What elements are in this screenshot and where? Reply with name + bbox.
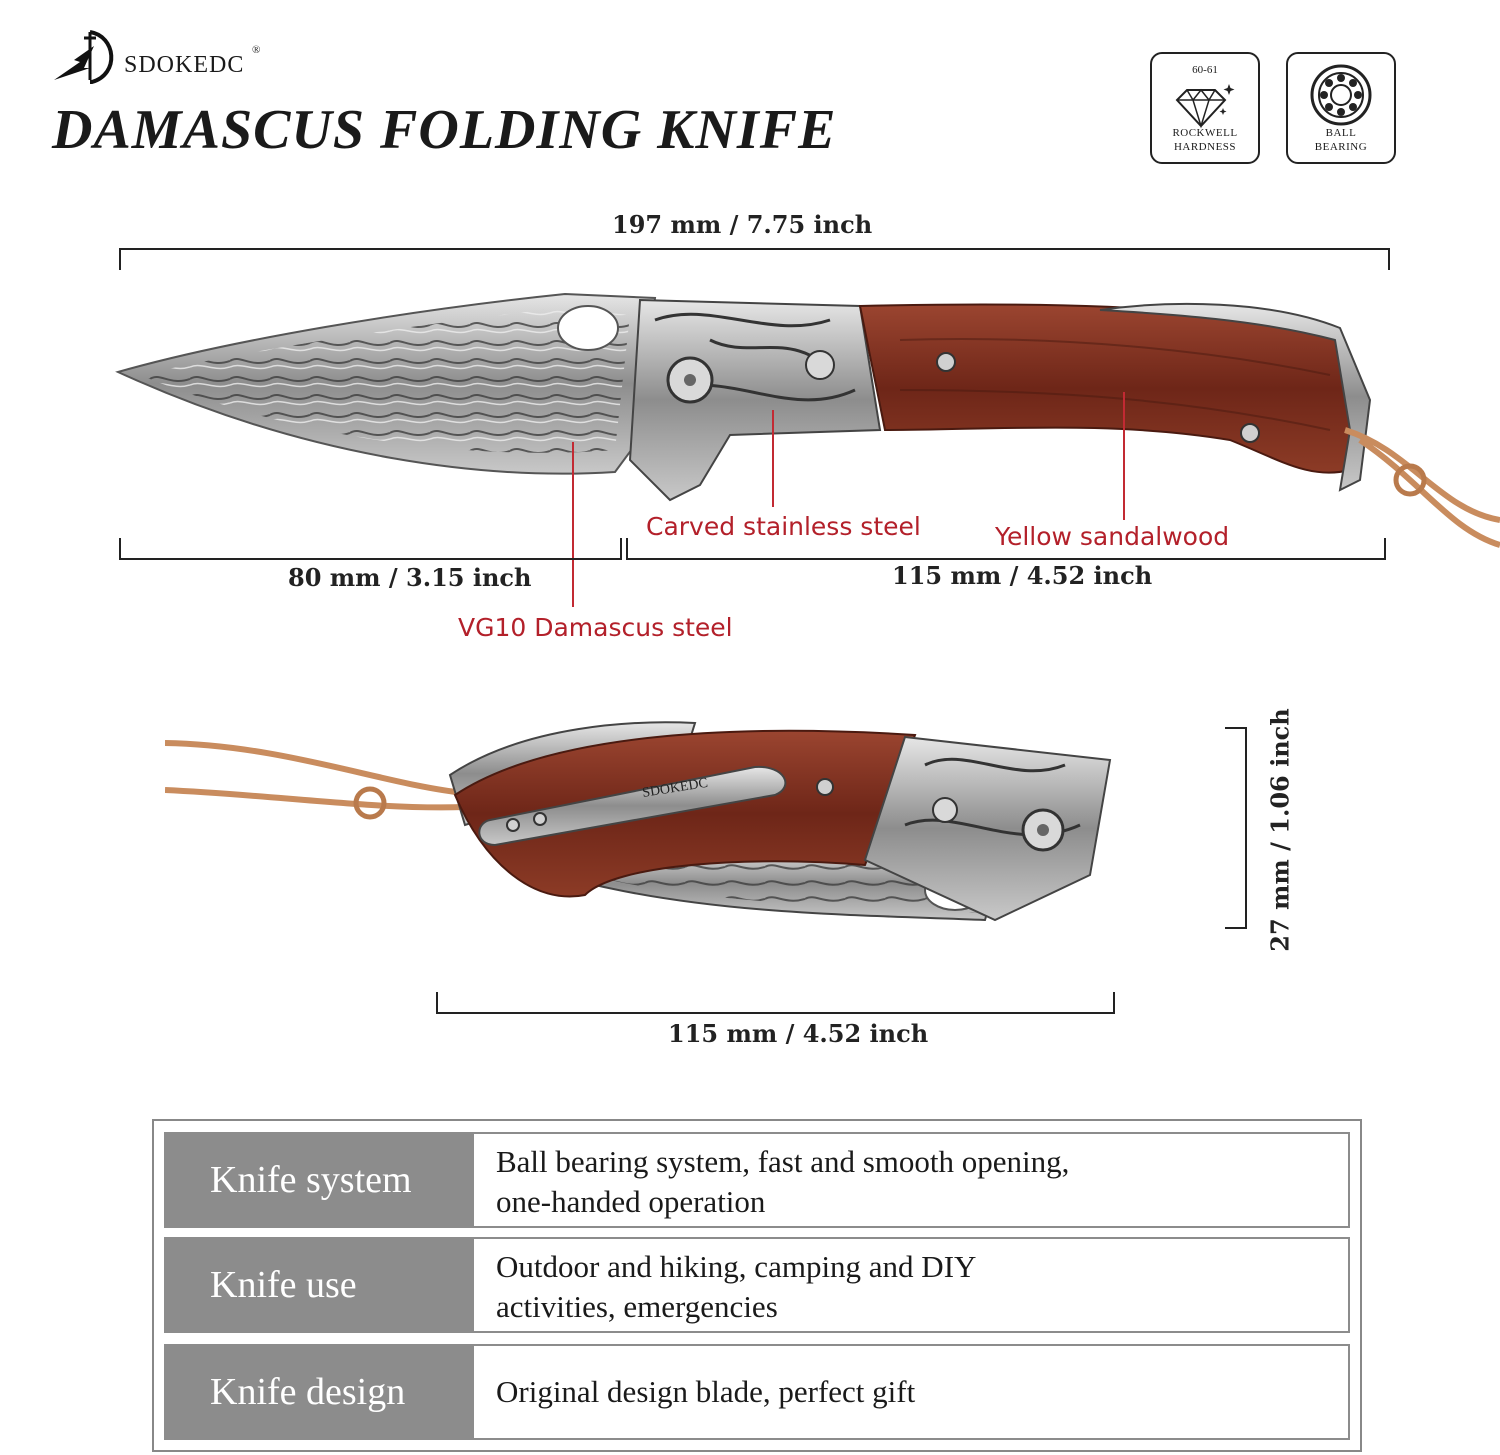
wooden-handle	[453, 729, 917, 898]
spec-table-frame	[152, 1119, 1362, 1452]
spec-value: Outdoor and hiking, camping and DIY acti…	[472, 1237, 1350, 1333]
spec-value-line1: Outdoor and hiking, camping and DIY	[496, 1249, 977, 1284]
brand-logo: SDOKEDC ®	[50, 28, 280, 88]
spec-value-line2: one-handed operation	[496, 1184, 766, 1219]
closed-length-bracket	[436, 992, 1115, 1014]
spec-value: Original design blade, perfect gift	[472, 1344, 1350, 1440]
registered-mark: ®	[252, 44, 261, 56]
spec-key: Knife use	[164, 1237, 472, 1333]
blade-callout-line	[572, 442, 574, 607]
spec-row-knife-design: Knife design Original design blade, perf…	[164, 1344, 1350, 1440]
badge-label-line2: BEARING	[1314, 141, 1368, 153]
badge-label-line2: HARDNESS	[1173, 141, 1237, 153]
spec-value-line1: Original design blade, perfect gift	[496, 1374, 916, 1409]
pocket-clip	[478, 765, 787, 847]
spec-value: Ball bearing system, fast and smooth ope…	[472, 1132, 1350, 1228]
brand-sword-icon	[54, 30, 114, 84]
spec-key: Knife system	[164, 1132, 472, 1228]
wooden-handle	[858, 303, 1358, 474]
handle-callout: Yellow sandalwood	[995, 522, 1230, 551]
carved-bolster	[628, 298, 882, 502]
lanyard-cord	[165, 740, 466, 811]
blade-callout: VG10 Damascus steel	[458, 613, 733, 642]
badge-label-line1: BALL	[1325, 127, 1357, 139]
bolster-callout-line	[772, 410, 774, 507]
blade-length-label: 80 mm / 3.15 inch	[288, 563, 532, 592]
ball-bearing-icon	[1310, 64, 1372, 126]
ball-bearing-badge: BALL BEARING	[1286, 52, 1396, 164]
blade-length-bracket	[119, 538, 622, 560]
thickness-bracket	[1225, 727, 1247, 929]
handle-length-label: 115 mm / 4.52 inch	[892, 561, 1153, 590]
overall-length-bracket	[119, 248, 1390, 270]
spec-row-knife-use: Knife use Outdoor and hiking, camping an…	[164, 1237, 1350, 1333]
spec-row-knife-system: Knife system Ball bearing system, fast a…	[164, 1132, 1350, 1228]
spec-value-line2: activities, emergencies	[496, 1289, 778, 1324]
spec-key: Knife design	[164, 1344, 472, 1440]
brand-name: SDOKEDC	[124, 52, 245, 78]
closed-length-label: 115 mm / 4.52 inch	[668, 1019, 929, 1048]
thumb-hole	[557, 305, 619, 351]
spec-value-line1: Ball bearing system, fast and smooth ope…	[496, 1144, 1070, 1179]
page-title: DAMASCUS FOLDING KNIFE	[52, 99, 837, 161]
handle-callout-line	[1123, 392, 1125, 520]
open-knife-illustration	[115, 292, 1500, 548]
badge-top-text: 60-61	[1192, 64, 1218, 76]
thickness-label: 27 mm / 1.06 inch	[1265, 708, 1295, 952]
closed-knife-illustration: SDOKEDC	[165, 721, 1112, 922]
handle-length-bracket	[626, 538, 1386, 560]
bolster-callout: Carved stainless steel	[646, 512, 921, 541]
diamond-icon	[1175, 84, 1235, 129]
badge-label-line1: ROCKWELL	[1172, 127, 1238, 139]
overall-length-label: 197 mm / 7.75 inch	[612, 210, 873, 239]
rockwell-hardness-badge: 60-61 ROCKWELL HARDNESS	[1150, 52, 1260, 164]
